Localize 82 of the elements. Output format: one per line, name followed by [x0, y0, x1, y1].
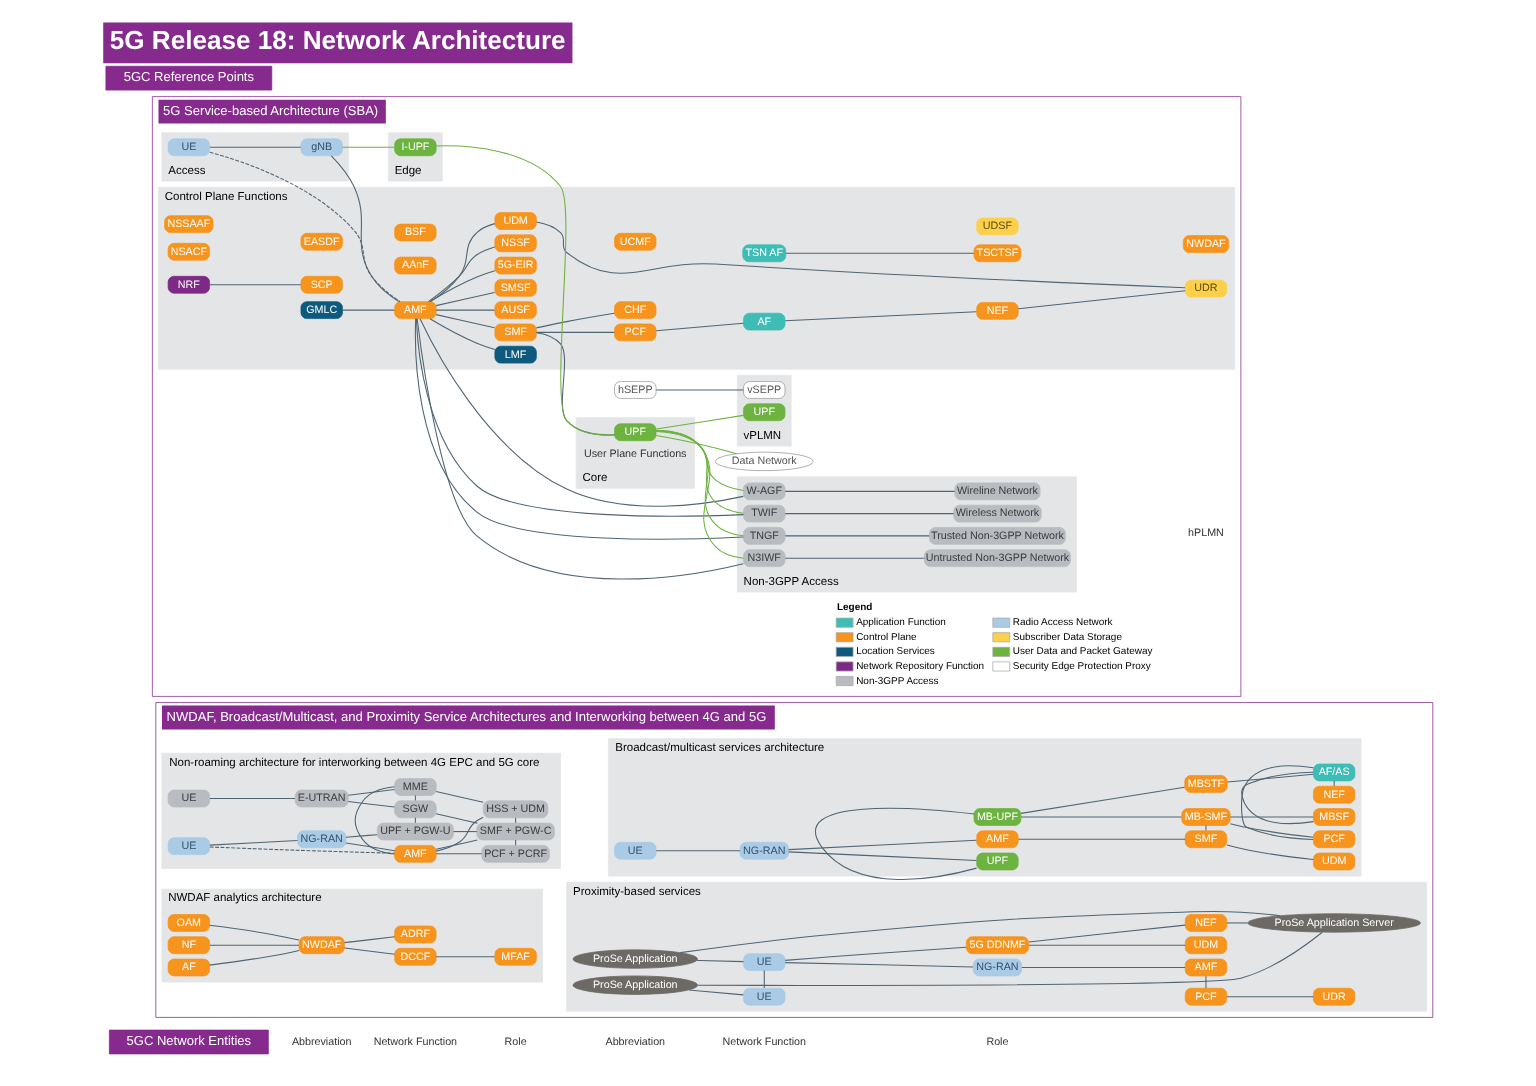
connector [209, 146, 302, 148]
connector [435, 291, 496, 307]
connector [1229, 816, 1314, 818]
connector [655, 414, 744, 430]
connector [414, 794, 416, 802]
connector [209, 284, 302, 286]
connector [535, 331, 615, 333]
connector [344, 936, 396, 944]
connector [784, 946, 967, 961]
connector [515, 839, 517, 846]
connector [535, 312, 615, 329]
connector [435, 314, 496, 329]
connector [784, 535, 930, 537]
connector [1028, 944, 1186, 946]
connector [697, 931, 1323, 986]
connector [354, 786, 396, 855]
connector [784, 513, 955, 515]
connector [1205, 975, 1207, 989]
connector [1021, 966, 1186, 969]
connector [209, 949, 300, 966]
connector [414, 817, 416, 824]
connector [1205, 824, 1207, 832]
connector [209, 846, 395, 854]
connector [1241, 771, 1314, 825]
connector [341, 309, 395, 311]
connector [330, 155, 400, 303]
connector [435, 309, 496, 311]
diagram-title: 5G Release 18: Network Architecture [109, 25, 566, 56]
connector [435, 839, 478, 850]
connector [345, 842, 396, 852]
connector [785, 252, 975, 254]
connector [784, 962, 974, 968]
connector [427, 246, 496, 303]
connector [655, 430, 744, 514]
connector [1020, 786, 1186, 814]
connector [815, 807, 978, 880]
connector [452, 831, 478, 833]
connector [1226, 844, 1314, 861]
connector [655, 429, 744, 559]
connector [1017, 290, 1186, 310]
connector [784, 311, 977, 322]
connector [435, 956, 496, 958]
connector [1020, 816, 1182, 818]
connector [435, 813, 478, 824]
connector [209, 839, 298, 846]
connector [1241, 765, 1314, 840]
connector [1017, 838, 1186, 840]
connector [347, 789, 395, 796]
connector [788, 851, 978, 862]
connector [515, 817, 517, 824]
connector [209, 944, 300, 946]
connector [430, 223, 496, 303]
connector [535, 221, 1186, 289]
connector [435, 791, 484, 803]
connector [209, 798, 296, 800]
connector [655, 850, 741, 852]
connector [655, 430, 744, 537]
connector [435, 853, 483, 855]
connector [341, 146, 395, 148]
connector [345, 834, 378, 838]
connector [1226, 773, 1314, 783]
connector [696, 960, 744, 963]
connector [784, 557, 926, 559]
connector [688, 989, 744, 996]
connector [1229, 823, 1314, 838]
connector [655, 389, 744, 391]
connector [429, 318, 496, 350]
connector [1028, 924, 1186, 943]
connector [784, 490, 956, 492]
connector [655, 322, 744, 332]
connector [435, 816, 484, 852]
connector [655, 435, 738, 455]
connector [655, 431, 745, 491]
connector [347, 801, 395, 808]
connector [1226, 996, 1314, 998]
connector [209, 924, 300, 941]
connector [416, 318, 744, 580]
connector [1333, 780, 1335, 787]
connector [1226, 922, 1249, 924]
connector [788, 839, 978, 851]
connector [344, 947, 396, 955]
connector [209, 151, 401, 303]
